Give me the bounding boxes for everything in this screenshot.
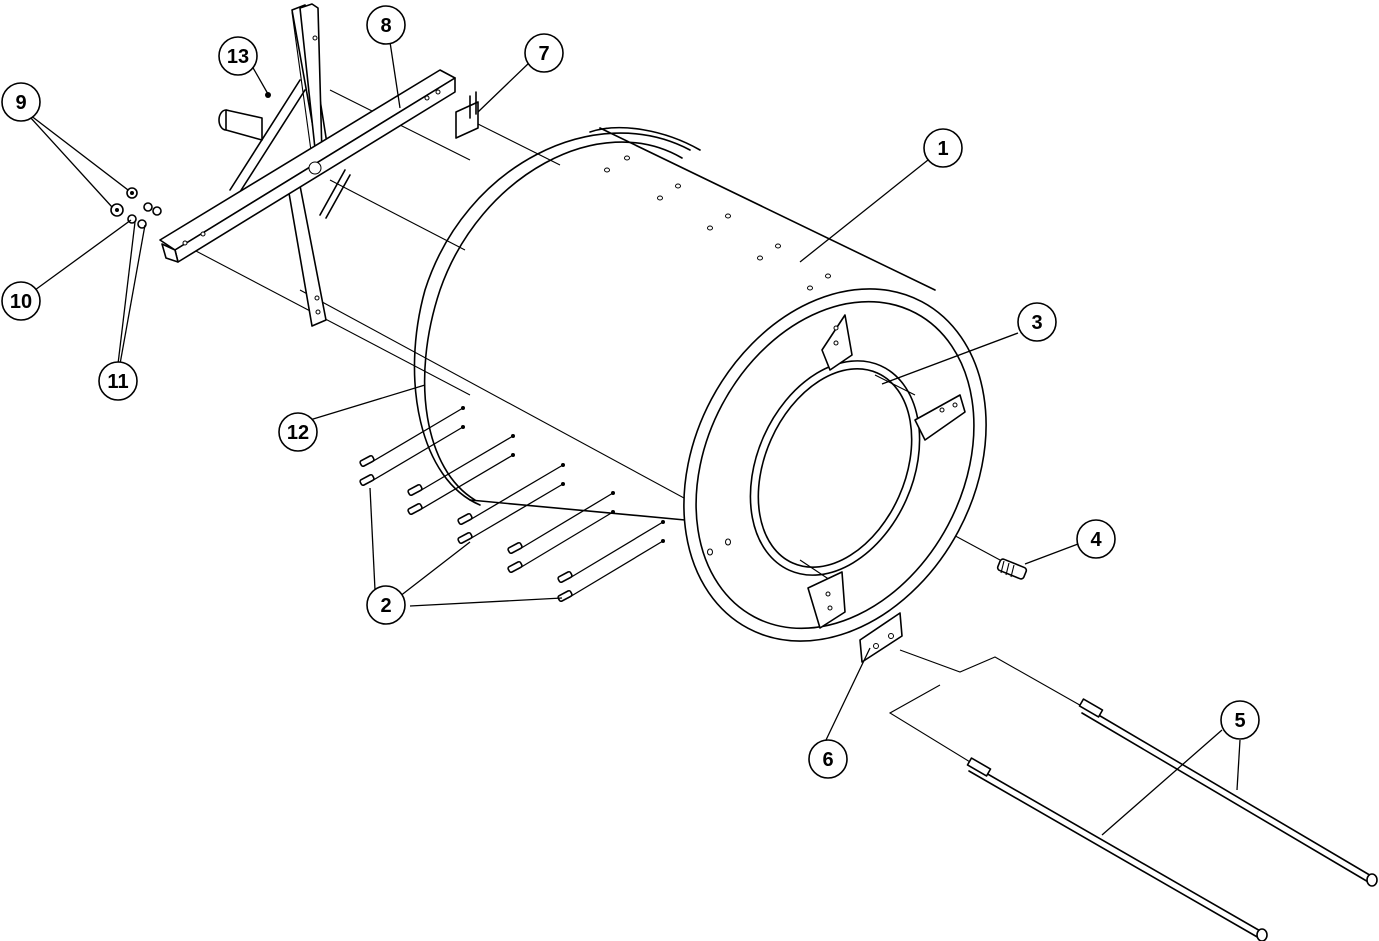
callout-1-label: 1	[937, 138, 948, 160]
callout-4: 4	[1076, 519, 1116, 559]
callout-1: 1	[923, 128, 963, 168]
callout-13: 13	[218, 36, 258, 76]
bolt-part-4	[996, 558, 1028, 580]
callout-13-label: 13	[227, 46, 249, 68]
callout-10-label: 10	[10, 291, 32, 313]
rods-part-5	[966, 698, 1378, 941]
callout-8: 8	[366, 5, 406, 45]
bracket-part-7	[455, 91, 479, 139]
callout-5: 5	[1220, 700, 1260, 740]
callout-12: 12	[278, 412, 318, 452]
callout-4-label: 4	[1090, 529, 1102, 551]
callout-balloons: 1 2 3 4 5 6 7 8	[1, 5, 1260, 779]
callout-5-label: 5	[1234, 710, 1245, 732]
callout-6-label: 6	[822, 749, 833, 771]
callout-12-label: 12	[287, 422, 309, 444]
callout-2: 2	[366, 585, 406, 625]
callout-8-label: 8	[380, 15, 391, 37]
callout-9-label: 9	[15, 92, 26, 114]
callout-7-label: 7	[538, 43, 549, 65]
callout-6: 6	[808, 739, 848, 779]
callout-11-label: 11	[107, 371, 128, 393]
callout-leader-lines	[29, 41, 1241, 836]
screws-part-2	[359, 407, 664, 603]
callout-11: 11	[98, 361, 138, 401]
callout-3: 3	[1017, 302, 1057, 342]
drum-shell	[413, 126, 987, 642]
plate-part-6	[859, 612, 903, 663]
frame-assembly	[159, 3, 456, 327]
hardware-nuts-washers	[110, 187, 162, 229]
callout-3-label: 3	[1031, 312, 1042, 334]
callout-9: 9	[1, 82, 41, 122]
callout-7: 7	[524, 33, 564, 73]
callout-10: 10	[1, 281, 41, 321]
callout-2-label: 2	[380, 595, 391, 617]
